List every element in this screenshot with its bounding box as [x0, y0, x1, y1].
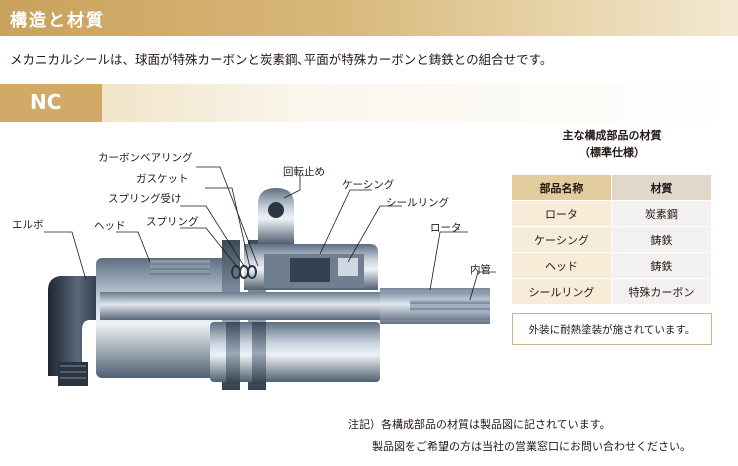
lower-housing [210, 322, 380, 384]
label-spring-seat: スプリング受け [108, 193, 182, 205]
label-head: ヘッド [94, 220, 126, 232]
rotary-joint-cross-section-diagram [44, 166, 496, 390]
materials-table: 部品名称 材質 ロータ 炭素鋼 ケーシング 鋳鉄 ヘッド 鋳鉄 シールリング 特… [512, 175, 713, 305]
footnote-line1: 注記）各構成部品の材質は製品図に記されています。 [348, 418, 611, 431]
label-spring: スプリング [146, 216, 199, 228]
label-gasket: ガスケット [136, 173, 189, 185]
casing-part [244, 244, 378, 290]
part-name-cell: シールリング [512, 278, 612, 305]
table-row: ケーシング 鋳鉄 [512, 226, 713, 253]
part-name-cell: ロータ [512, 200, 612, 227]
section-header-band [0, 0, 738, 36]
footnote-line2: 製品図をご希望の方は当社の営業窓口にお問い合わせください。 [372, 440, 691, 453]
materials-title-line2: （標準仕様） [579, 146, 645, 159]
coating-note: 外装に耐熱塗装が施されています。 [512, 313, 712, 345]
part-name-cell: ヘッド [512, 252, 612, 279]
intro-text: メカニカルシールは、球面が特殊カーボンと炭素鋼､平面が特殊カーボンと鋳鉄との組合… [10, 52, 553, 67]
label-inner-pipe: 内管 [470, 264, 491, 276]
table-header-row: 部品名称 材質 [512, 175, 713, 201]
header-part-name: 部品名称 [512, 175, 612, 201]
label-casing: ケーシング [342, 179, 395, 191]
materials-table-title: 主な構成部品の材質 （標準仕様） [512, 127, 712, 161]
label-carbon-bearing: カーボンベアリング [98, 152, 193, 164]
label-seal-ring: シールリング [386, 197, 449, 209]
elbow-part [48, 276, 108, 386]
table-row: シールリング 特殊カーボン [512, 278, 713, 305]
model-name: NC [30, 90, 62, 114]
material-cell: 特殊カーボン [611, 278, 713, 305]
material-cell: 鋳鉄 [611, 252, 713, 279]
header-material: 材質 [611, 175, 713, 201]
material-cell: 炭素鋼 [611, 200, 713, 227]
rotor-and-inner-pipe [100, 288, 490, 324]
table-row: ロータ 炭素鋼 [512, 200, 713, 227]
material-cell: 鋳鉄 [611, 226, 713, 253]
section-title: 構造と材質 [10, 11, 105, 31]
table-row: ヘッド 鋳鉄 [512, 252, 713, 279]
label-rotor: ロータ [430, 222, 462, 234]
materials-title-line1: 主な構成部品の材質 [562, 129, 662, 142]
label-anti-rotation: 回転止め [283, 166, 325, 178]
leader-lines [44, 166, 496, 301]
model-tab [0, 84, 102, 122]
anti-rotation-lug [258, 188, 294, 244]
label-elbow: エルボ [12, 219, 44, 231]
part-name-cell: ケーシング [512, 226, 612, 253]
model-header-band [0, 84, 738, 122]
